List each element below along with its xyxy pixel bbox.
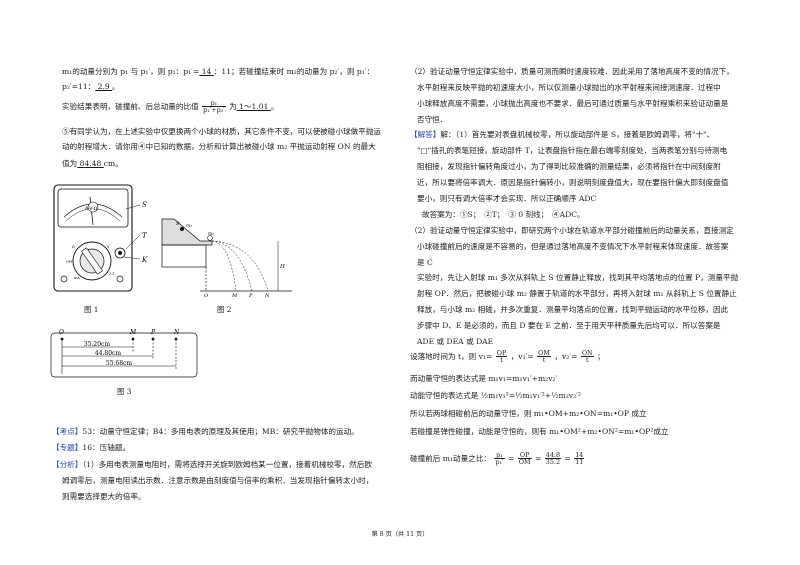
- text-line: 步骤中 D、E 是必须的，而且 D 要在 E 之前．至于用天平秤质量先后均可以．…: [417, 321, 721, 330]
- ruler-distance-on: 55.68cm: [106, 360, 133, 367]
- answer-line: 故答案为：①S； ②T； ③ 0 刻线； ④ADC。: [422, 210, 585, 219]
- figure-1-caption: 图 1: [84, 305, 99, 314]
- label-T: T: [142, 232, 148, 240]
- ruler-label-M: M: [129, 329, 137, 336]
- svg-text:V: V: [107, 245, 110, 249]
- text-line: 小球碰撞前后的速度是不容易的，但是通过落地高度不变情况下水平射程来体现速度．故答…: [417, 242, 729, 251]
- svg-text:2.5: 2.5: [109, 272, 115, 276]
- text-line: 近，所以要将倍率调大．原因是指针偏转小，则说明刻度盘值大，现在要指针偏大即刻度盘…: [417, 178, 729, 187]
- text-line: ADE 或 DEA 或 DAE: [417, 337, 494, 346]
- ruler-label-P: P: [150, 329, 156, 336]
- analysis-line: 则需要选择更大的倍率。: [62, 492, 146, 501]
- text-line: 动的射程增大．请你用④中已知的数据，分析和计算出被碰小球 m₂ 平抛运动射程 O…: [62, 142, 376, 151]
- text-line: ⑤有同学认为，在上述实验中仅更换两个小球的材质，其它条件不变，可以使被碰小球做平…: [62, 127, 381, 136]
- slope-label-H: H: [279, 264, 285, 270]
- ruler-distance-om: 35.20cm: [84, 341, 111, 348]
- figure-2-caption: 图 2: [217, 305, 232, 314]
- text-line: 否守恒．: [417, 115, 448, 124]
- text-line: 值为 84.48 cm。: [62, 159, 123, 168]
- text-line: 若碰撞是弹性碰撞，动能是守恒的，则有 m₁•OM²+m₂•ON²=m₁•OP²成…: [410, 427, 669, 436]
- knowledge-point: 【考点】53：动量守恒定律；B4：多用电表的原理及其使用；MB：研究平抛物体的运…: [52, 427, 359, 436]
- page-footer: 第 8 页（共 11 页）: [371, 531, 429, 538]
- slope-label-m2: m₂: [208, 232, 214, 237]
- text-line: 射程 OP．然后，把被碰小球 m₂ 静置于轨道的水平部分，再将入射球 m₁ 从斜…: [417, 289, 737, 298]
- analysis-line: 姆调零后，测量电阻读出示数．注意示数是由刻度值与倍率的乘积．当发现指针偏转太小时…: [62, 476, 374, 485]
- ruler-label-O: O: [59, 329, 64, 336]
- text-line: 是 C: [417, 258, 433, 267]
- text-line: 释放，与小球 m₂ 相碰，并多次重复．测量平均落点的位置，找到平抛运动的水平位移…: [417, 305, 729, 314]
- text-line: 阻相接，发现指针偏转角度过小，为了得到比较准确的测量结果，必须将指针在中间刻度附: [417, 162, 721, 171]
- text-line: 所以若两球相碰前后的动量守恒，则 m₁•OM+m₂•ON=m₁•OP 成立: [410, 409, 647, 418]
- collision-apparatus-figure: S m₂ m₁ H O M P N: [161, 218, 292, 297]
- slope-label-O: O: [204, 293, 208, 297]
- svg-text:mA: mA: [74, 276, 80, 280]
- text-line: （2）验证动量守恒定律实验中，即研究两个小球在轨道水平部分碰撞前后的动量关系，直…: [410, 226, 734, 235]
- analysis-line: 【分析】（1）多用电表测量电阻时，需将选择开关旋到欧姆档某一位置，接着机械校零，…: [52, 460, 372, 469]
- text-line: 实验时，先让入射球 m₁ 多次从斜轨上 S 位置静止释放，找到其平均落地点的位置…: [417, 273, 739, 282]
- topic: 【专题】16：压轴题。: [52, 443, 131, 452]
- label-K: K: [141, 256, 148, 264]
- svg-text:OFF: OFF: [66, 260, 73, 264]
- text-line: p₂′=11： 2.9 。: [62, 82, 120, 91]
- text-line: （2）验证动量守恒定律实验中，质量可测而瞬时速度较难．因此采用了落地高度不变的情…: [410, 67, 734, 76]
- ruler-distance-op: 44.80cm: [95, 350, 122, 357]
- meter-scale-label: A-V-Ω: [85, 206, 98, 212]
- slope-label-M: M: [231, 293, 238, 297]
- text-line: 水平射程来反映平抛的初速度大小，所以仅测量小球抛出的水平射程来间接测速度．过程中: [417, 83, 721, 92]
- solution-line: 【解答】解：（1）首先要对表盘机械校零，所以旋动部件是 S，接着是欧姆调零，将"…: [410, 130, 715, 139]
- text-line: "□"插孔的表笔短接，旋动部件 T，让表盘指针指在最右端零刻度处．当两表笔分别与…: [417, 146, 728, 155]
- ruler-figure: O M P N 35.20cm 44.80cm 55.68cm: [50, 329, 198, 378]
- multimeter-figure: A-V-Ω Ω V OFF 2.5 mA S T K: [53, 184, 148, 292]
- figure-3-caption: 图 3: [117, 387, 132, 396]
- text-line: 小球释放高度不需要，小球抛出高度也不要求．最后可通过质量与水平射程乘积来验证动量…: [417, 99, 729, 108]
- text-line: 要小，则只有调大倍率才会实现．所以正确顺序 ADC: [417, 194, 597, 203]
- svg-text:Ω: Ω: [72, 245, 75, 249]
- slope-label-m1: m₁: [186, 224, 192, 229]
- energy-formula: 动能守恒的表达式是 ½m₁v₁²=½m₁v₁′²+½m₂v₂′²: [410, 391, 581, 400]
- slope-label-P: P: [248, 293, 253, 297]
- label-S: S: [142, 201, 147, 209]
- slope-label-N: N: [264, 293, 270, 297]
- momentum-formula: 而动量守恒的表达式是 m₁v₁=m₁v₁′+m₂v₂′: [410, 374, 558, 383]
- text-line: m₁的动量分别为 p₁ 与 p₁′，则 p₁：p₁′= 14 ：11；若碰撞结束…: [62, 67, 375, 76]
- ruler-label-N: N: [173, 329, 180, 336]
- slope-label-S: S: [176, 221, 180, 227]
